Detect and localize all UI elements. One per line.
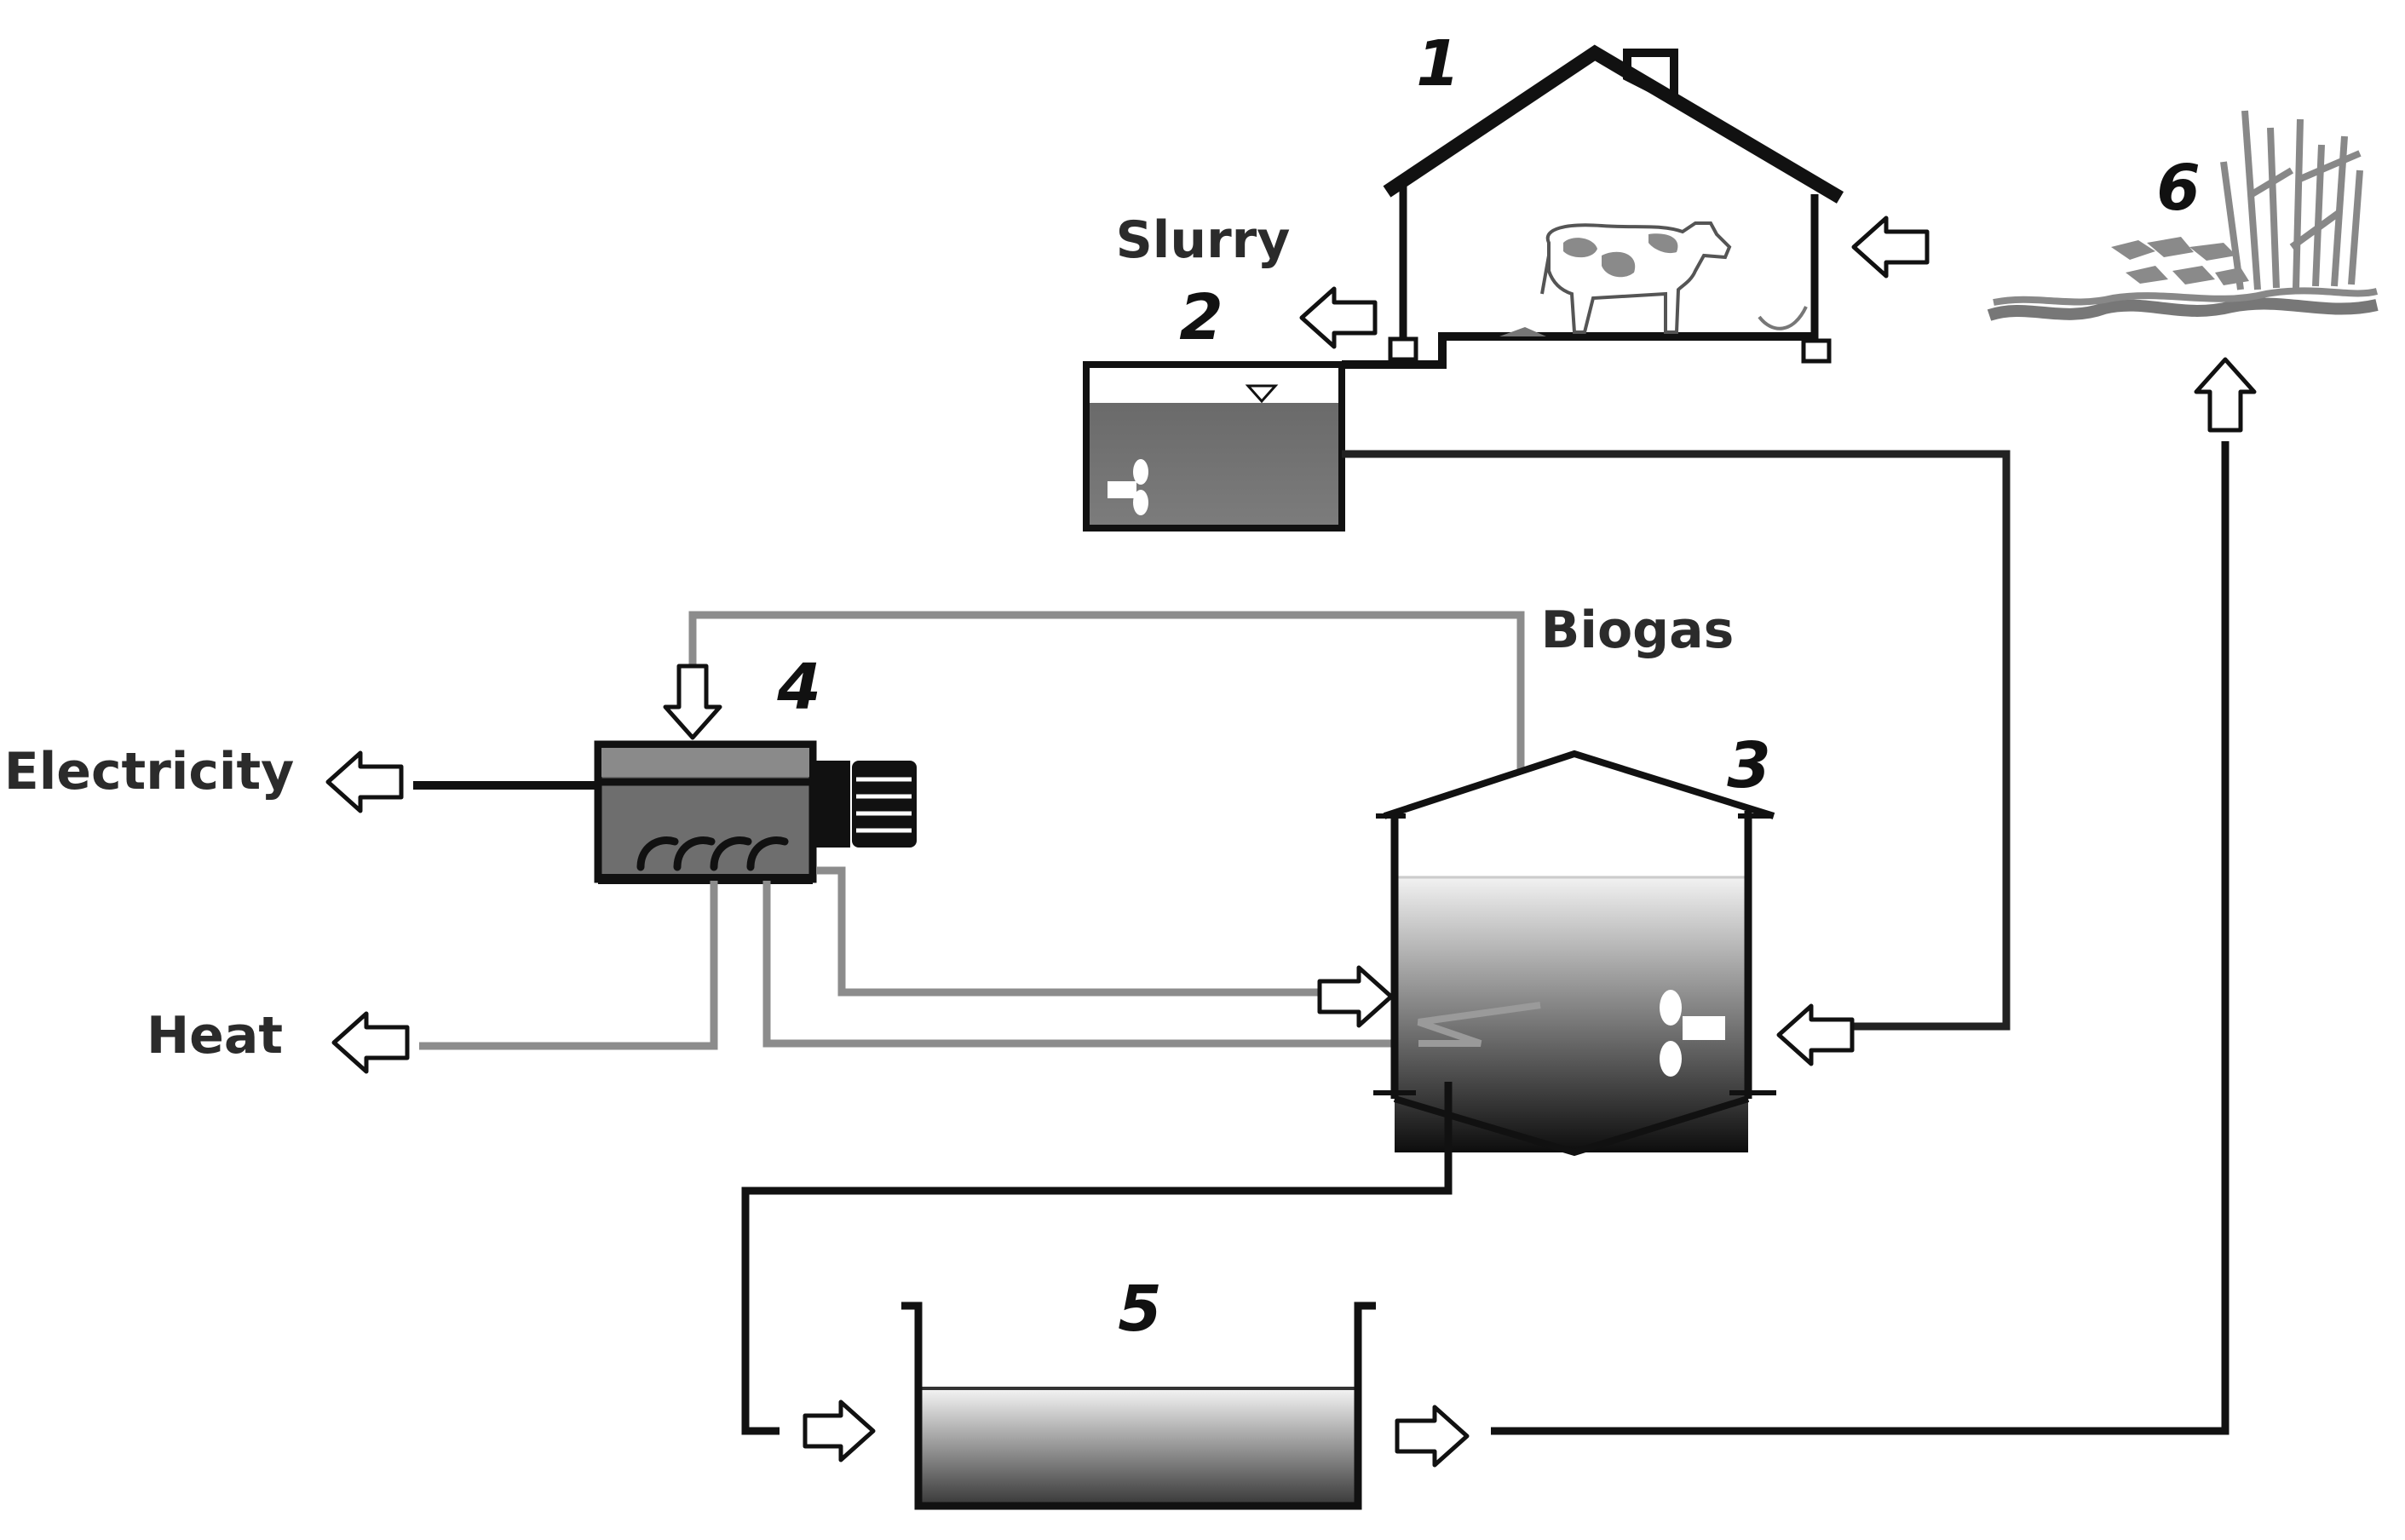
barn-feed-trough xyxy=(1758,306,1808,330)
storage-content xyxy=(920,1387,1356,1504)
pipe-slurry-tank-to-digester xyxy=(1342,450,2011,1031)
slurry-tank-liquid xyxy=(1086,403,1342,526)
slurry-tank-number: 2 xyxy=(1179,281,1223,354)
pipe-biogas xyxy=(688,611,1525,773)
digester-inflow-arrow xyxy=(1776,1003,1855,1066)
heat-exchanger-coil-icon xyxy=(636,836,789,871)
chp-unit-number: 4 xyxy=(776,651,821,724)
barn-number: 1 xyxy=(1416,27,1460,101)
generator-icon xyxy=(816,761,917,848)
barn-footing-left xyxy=(1388,336,1418,362)
field-crops-icon xyxy=(1987,110,2379,321)
liquid-level-marker xyxy=(1245,384,1279,404)
mixer-icon xyxy=(1108,459,1148,515)
chp-unit xyxy=(594,740,917,884)
barn-roof xyxy=(1383,44,1844,204)
digester-number: 3 xyxy=(1727,729,1771,802)
field-number: 6 xyxy=(2156,152,2201,225)
heating-supply-arrow xyxy=(1317,965,1394,1028)
pipe-digester-to-storage xyxy=(741,1082,1453,1435)
cow-icon xyxy=(1540,221,1732,334)
slurry-tank-wall xyxy=(1083,361,1345,532)
storage-wall xyxy=(901,1302,1376,1510)
storage-inflow-arrow xyxy=(803,1399,876,1462)
digester-heating-coil xyxy=(1417,1002,1541,1047)
slurry-tank xyxy=(1083,361,1345,532)
barn-floor xyxy=(1403,332,1815,369)
pipe-heating-supply xyxy=(816,866,1323,997)
biogas-label: Biogas xyxy=(1541,600,1735,660)
heat-label: Heat xyxy=(147,1006,283,1066)
electricity-arrow xyxy=(325,750,404,813)
digester xyxy=(1373,750,1776,1157)
storage-outflow-arrow xyxy=(1395,1405,1470,1468)
slurry-arrow xyxy=(1299,286,1378,349)
heat-arrow xyxy=(331,1011,410,1074)
digester-mixer-icon xyxy=(1660,990,1725,1077)
barn-ramp xyxy=(1499,327,1546,336)
slurry-label: Slurry xyxy=(1116,210,1291,270)
storage-number: 5 xyxy=(1118,1273,1162,1346)
electricity-label: Electricity xyxy=(4,742,295,802)
pipe-storage-to-field xyxy=(1491,441,2230,1435)
field-ground xyxy=(1987,297,2379,321)
heat-line xyxy=(419,881,718,1050)
pipe-heating-return xyxy=(762,881,1540,1048)
barn-footing-right xyxy=(1801,338,1832,364)
barn-inflow-arrow xyxy=(1851,215,1930,279)
digester-roof xyxy=(1383,750,1775,819)
chp-engine-top xyxy=(601,748,809,777)
digester-conical-bottom xyxy=(1393,1095,1750,1157)
biogas-inflow-arrow xyxy=(663,664,722,740)
digestate-storage xyxy=(901,1302,1376,1510)
field-inflow-arrow xyxy=(2194,357,2257,433)
